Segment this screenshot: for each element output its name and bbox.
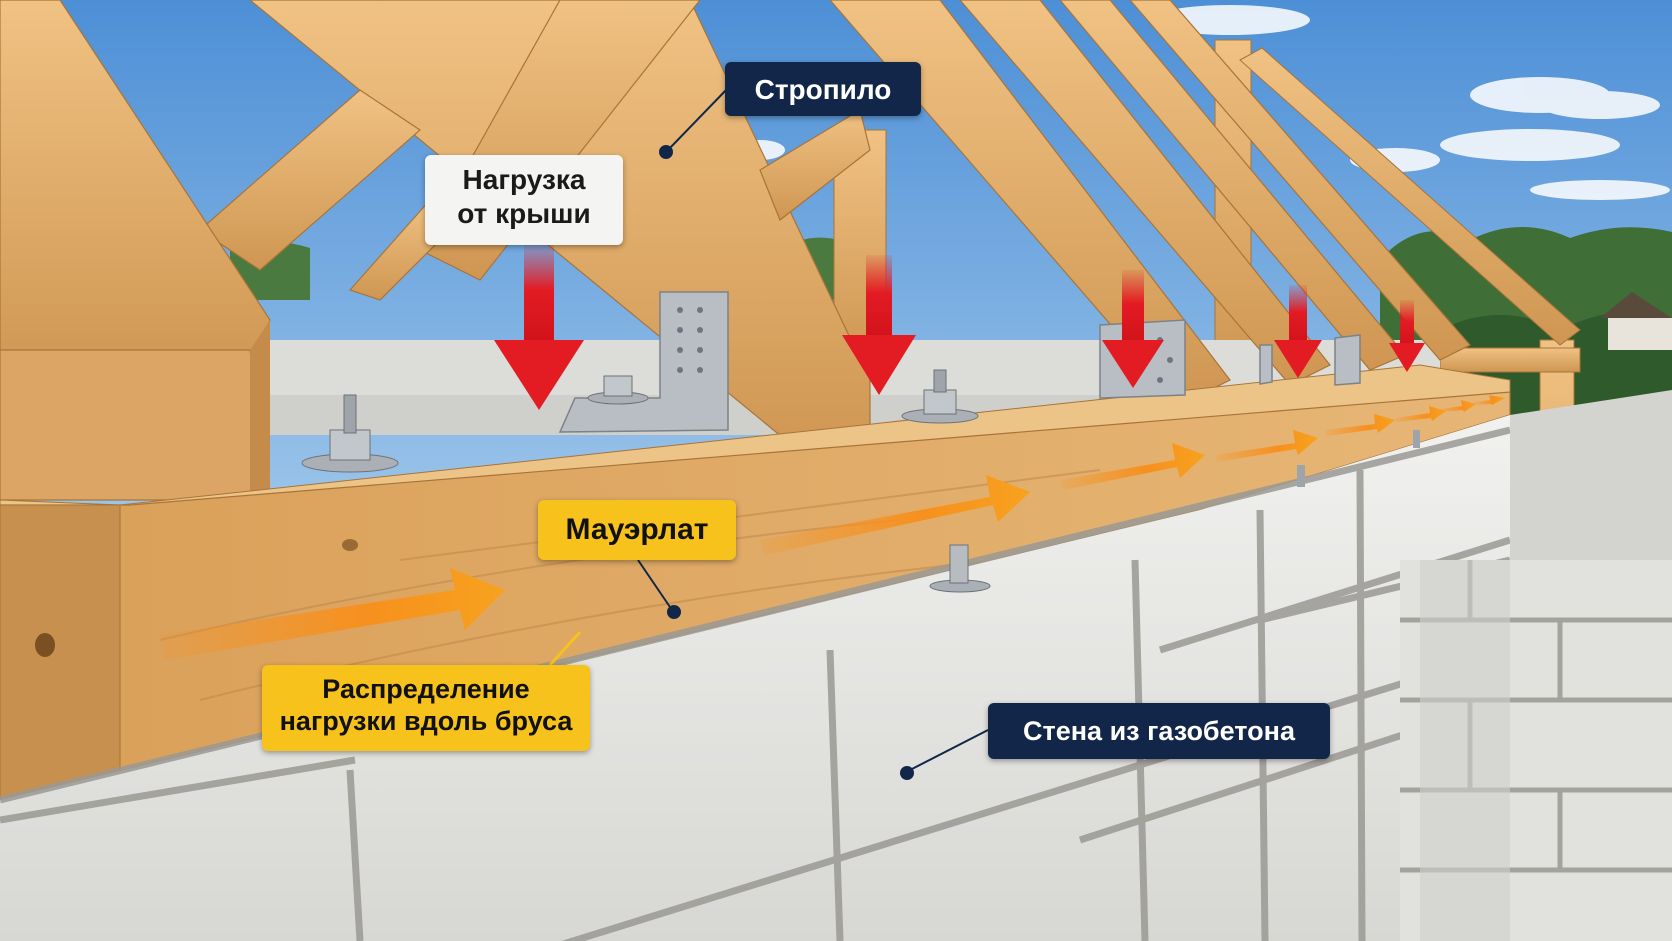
roof-load-label: Нагрузка от крыши <box>425 155 623 245</box>
mauerlat-label-text: Мауэрлат <box>565 513 709 546</box>
rafter-label-text: Стропило <box>754 74 892 105</box>
distribution-label-line1: Распределение <box>322 674 530 704</box>
wall-label: Стена из газобетона <box>988 703 1330 759</box>
mauerlat-label: Мауэрлат <box>538 500 736 560</box>
roof-load-label-line2: от крыши <box>457 197 591 229</box>
rafter-label: Стропило <box>725 62 921 116</box>
wall-label-text: Стена из газобетона <box>1023 716 1295 746</box>
distribution-label: Распределение нагрузки вдоль бруса <box>262 665 590 751</box>
aerated-concrete-wall <box>0 390 1672 941</box>
leader-lines <box>548 87 989 780</box>
right-arrow-icon <box>160 395 1505 660</box>
down-arrow-icon <box>494 245 1425 410</box>
foreground-rafter <box>0 0 271 501</box>
bracket-holes <box>677 307 1173 383</box>
distribution-label-line2: нагрузки вдоль бруса <box>279 706 573 737</box>
distant-house <box>1600 292 1672 350</box>
anchor-bolt-icon <box>301 369 1420 593</box>
roof-load-label-line1: Нагрузка <box>462 164 586 195</box>
